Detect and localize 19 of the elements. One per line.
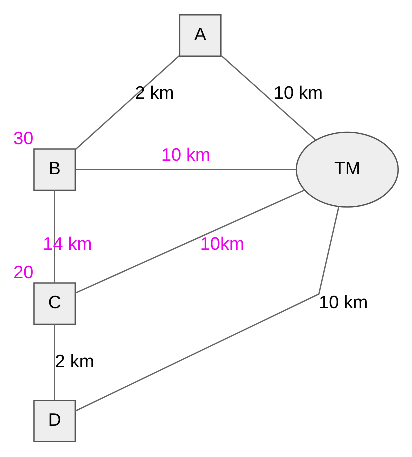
edge-label: 10km — [200, 234, 244, 254]
node-box: C — [34, 282, 76, 326]
edge-label: 10 km — [161, 145, 211, 166]
connector — [54, 324, 56, 400]
connector — [75, 55, 180, 150]
connector — [75, 190, 305, 294]
edge-label: 2 km — [55, 351, 94, 372]
edge-label: 10 km — [319, 292, 368, 313]
node-box: A — [179, 14, 222, 58]
connector — [76, 169, 296, 170]
node-label: 30 — [14, 128, 34, 148]
connector — [54, 190, 56, 284]
connector — [75, 206, 340, 412]
node-ellipse: TM — [296, 132, 400, 208]
connector — [221, 55, 316, 141]
node-box: B — [34, 148, 76, 192]
node-label: 20 — [14, 262, 34, 282]
edge-label: 10 km — [274, 83, 324, 104]
node-box: D — [34, 400, 76, 442]
